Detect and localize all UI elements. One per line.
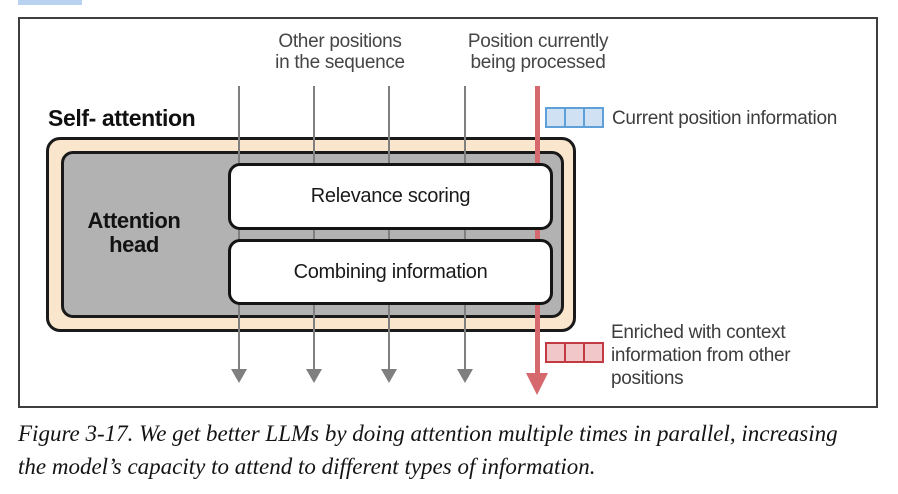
- red-arrow-down-icon: [526, 373, 548, 395]
- label-position-current-line1: Position currently: [467, 31, 609, 52]
- combining-information-box: Combining information: [228, 239, 553, 305]
- attention-head-label-line2: head: [109, 232, 159, 257]
- legend-enriched-swatches: [545, 342, 604, 363]
- relevance-scoring-label: Relevance scoring: [310, 185, 471, 207]
- gray-arrow-down-icon: [457, 369, 473, 383]
- blue-swatch-icon: [545, 107, 566, 128]
- label-position-current: Position currently being processed: [438, 31, 638, 73]
- gray-arrow-down-icon: [306, 369, 322, 383]
- blue-swatch-icon: [564, 107, 585, 128]
- combining-information-label: Combining information: [293, 260, 488, 283]
- attention-head-label-line1: Attention: [87, 208, 181, 233]
- label-other-positions-line2: in the sequence: [275, 52, 405, 73]
- label-other-positions: Other positions in the sequence: [240, 31, 440, 73]
- red-swatch-icon: [564, 342, 585, 363]
- red-swatch-icon: [583, 342, 604, 363]
- red-swatch-icon: [545, 342, 566, 363]
- self-attention-title: Self- attention: [48, 105, 196, 131]
- attention-head-label: Attention head: [78, 209, 190, 257]
- legend-current-position-swatches: [545, 107, 604, 128]
- selection-artifact: [18, 0, 82, 5]
- legend-current-position-label: Current position information: [612, 108, 837, 129]
- gray-arrow-down-icon: [231, 369, 247, 383]
- legend-enriched-label: Enriched with context information from o…: [611, 322, 791, 389]
- relevance-scoring-box: Relevance scoring: [228, 163, 553, 230]
- current-position-line: [535, 86, 540, 374]
- figure-caption-line2: the model’s capacity to attend to differ…: [18, 454, 596, 479]
- gray-arrow-down-icon: [381, 369, 397, 383]
- label-other-positions-line1: Other positions: [278, 31, 402, 52]
- blue-swatch-icon: [583, 107, 604, 128]
- figure-caption-line1: Figure 3-17. We get better LLMs by doing…: [18, 421, 838, 446]
- figure-caption: Figure 3-17. We get better LLMs by doing…: [18, 417, 893, 483]
- label-position-current-line2: being processed: [470, 52, 606, 73]
